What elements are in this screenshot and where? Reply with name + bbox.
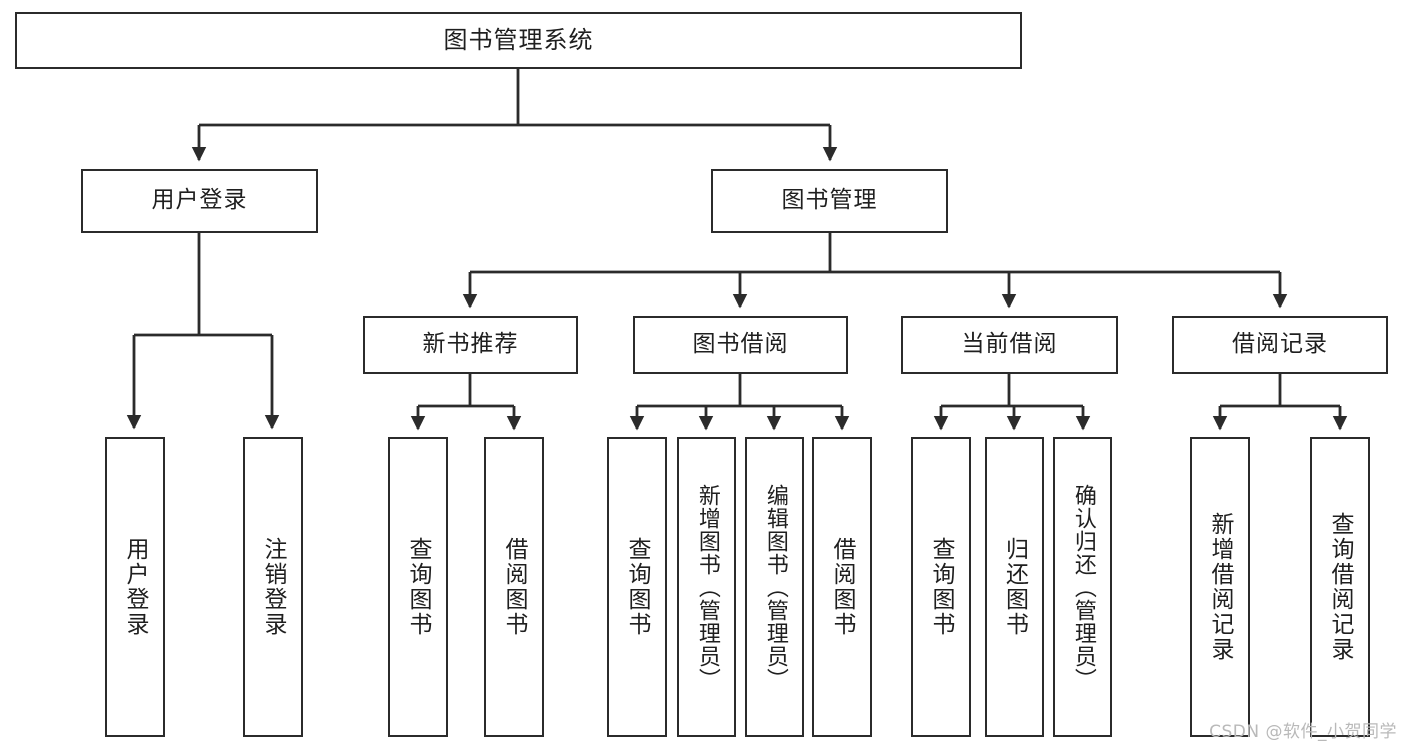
- node-new-book-recommend[interactable]: 新书推荐: [363, 316, 578, 374]
- node-leaf-borrow-book-recommend[interactable]: 借阅图书: [484, 437, 544, 737]
- node-label: 借阅图书: [829, 537, 856, 637]
- node-label: 用户登录: [122, 537, 149, 637]
- node-book-management[interactable]: 图书管理: [711, 169, 948, 233]
- node-label: 查询图书: [624, 537, 651, 637]
- node-label: 编辑图书（管理员）: [762, 483, 788, 691]
- node-label: 查询借阅记录: [1327, 512, 1354, 662]
- node-label: 当前借阅: [961, 331, 1058, 358]
- node-borrow-record[interactable]: 借阅记录: [1172, 316, 1388, 374]
- node-leaf-query-borrow-record[interactable]: 查询借阅记录: [1310, 437, 1370, 737]
- node-label: 借阅记录: [1232, 331, 1328, 358]
- node-label: 图书管理: [781, 187, 878, 214]
- node-label: 用户登录: [151, 187, 248, 214]
- node-leaf-user-login[interactable]: 用户登录: [105, 437, 165, 737]
- node-label: 确认归还（管理员）: [1070, 483, 1096, 691]
- node-label: 新书推荐: [422, 331, 519, 358]
- node-label: 查询图书: [405, 537, 432, 637]
- node-leaf-borrow-book[interactable]: 借阅图书: [812, 437, 872, 737]
- node-leaf-query-book-borrow[interactable]: 查询图书: [607, 437, 667, 737]
- node-label: 图书借阅: [692, 331, 789, 358]
- node-leaf-add-book-admin[interactable]: 新增图书（管理员）: [677, 437, 736, 737]
- node-leaf-add-borrow-record[interactable]: 新增借阅记录: [1190, 437, 1250, 737]
- node-current-borrow[interactable]: 当前借阅: [901, 316, 1118, 374]
- node-label: 新增图书（管理员）: [694, 483, 720, 691]
- node-leaf-edit-book-admin[interactable]: 编辑图书（管理员）: [745, 437, 804, 737]
- node-leaf-query-book-current[interactable]: 查询图书: [911, 437, 971, 737]
- node-label: 注销登录: [260, 537, 287, 637]
- watermark-text: CSDN @软件_小贺同学: [1209, 722, 1397, 742]
- node-label: 查询图书: [928, 537, 955, 637]
- node-user-login[interactable]: 用户登录: [81, 169, 318, 233]
- node-label: 图书管理系统: [443, 26, 594, 55]
- node-label: 新增借阅记录: [1207, 512, 1234, 662]
- node-leaf-logout[interactable]: 注销登录: [243, 437, 303, 737]
- node-leaf-confirm-return-admin[interactable]: 确认归还（管理员）: [1053, 437, 1112, 737]
- node-root-system[interactable]: 图书管理系统: [15, 12, 1022, 69]
- node-label: 归还图书: [1001, 537, 1028, 637]
- node-leaf-query-book-recommend[interactable]: 查询图书: [388, 437, 448, 737]
- node-label: 借阅图书: [501, 537, 528, 637]
- node-book-borrow[interactable]: 图书借阅: [633, 316, 848, 374]
- node-leaf-return-book[interactable]: 归还图书: [985, 437, 1044, 737]
